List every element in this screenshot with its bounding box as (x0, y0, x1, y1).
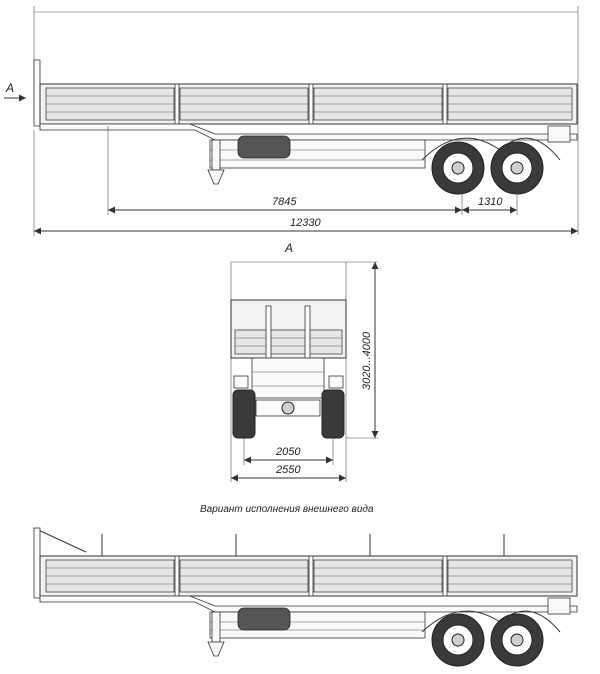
spare-wheel (237, 135, 291, 159)
dim-wheelbase: 7845 (272, 196, 297, 208)
dim-height: 3020...4000 (361, 331, 373, 390)
rear-view-label: A (284, 241, 293, 255)
chassis-beam (39, 123, 578, 141)
view-marker-label: A (5, 81, 14, 95)
dim-track-width: 2050 (275, 446, 301, 458)
side-view-top: A (4, 6, 579, 236)
variant-caption: Вариант исполнения внешнего вида (200, 504, 374, 515)
dim-overall-length: 12330 (290, 217, 321, 229)
rear-axle-2 (490, 141, 544, 195)
rear-underframe (251, 357, 325, 399)
stakes (101, 534, 505, 556)
landing-gear (211, 139, 221, 171)
side-panels (45, 83, 573, 125)
rear-axle-2-bottom (490, 613, 544, 667)
front-board (33, 59, 41, 127)
landing-gear-bottom (211, 611, 221, 643)
dim-overall-width: 2550 (275, 464, 301, 476)
rear-axle-1 (431, 141, 485, 195)
dim-axle-spacing: 1310 (478, 196, 503, 208)
spare-wheel-bottom (237, 607, 291, 631)
rear-view: A 3020...4000 2050 2550 (230, 241, 379, 482)
rear-wheel-right (321, 389, 345, 439)
rear-wheel-left (232, 389, 256, 439)
side-view-bottom (33, 527, 578, 667)
rear-axle-1-bottom (431, 613, 485, 667)
front-board-angled (33, 527, 87, 553)
rear-lights (547, 125, 571, 143)
